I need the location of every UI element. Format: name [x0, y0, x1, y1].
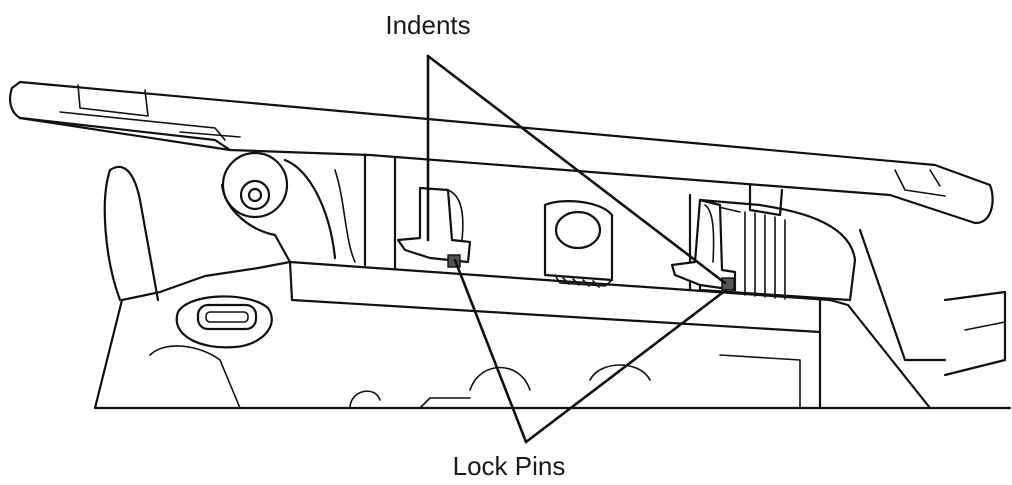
hinge-roller — [221, 151, 289, 219]
lockpins-leader-right — [524, 288, 728, 444]
left-lock-tab — [396, 186, 472, 264]
lid-body — [9, 80, 994, 225]
mid-roller — [543, 200, 614, 282]
cover-lid — [9, 80, 994, 225]
indents-label: Indents — [385, 10, 470, 40]
lockpins-leader-left — [453, 258, 528, 444]
roller-assembly — [220, 148, 857, 302]
right-lock-tab — [670, 198, 737, 292]
right-lock-pin — [721, 277, 735, 291]
lock-tabs — [396, 186, 737, 292]
callout-leaders — [426, 54, 728, 444]
lock-pins-label: Lock Pins — [453, 451, 566, 481]
right-drum — [698, 198, 857, 302]
machine-base — [93, 165, 1012, 410]
indents-leader-right — [426, 54, 727, 285]
latch-button — [196, 303, 258, 331]
